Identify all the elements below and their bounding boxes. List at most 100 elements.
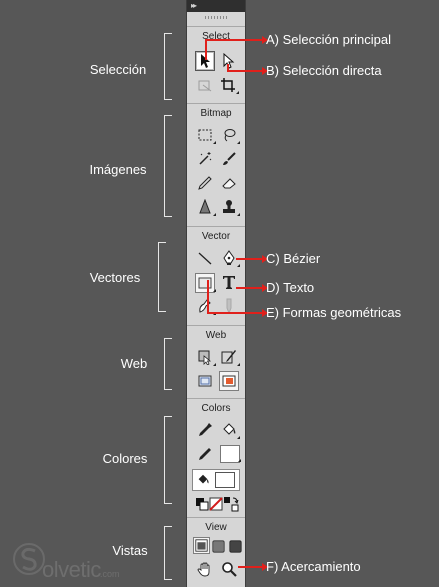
- crop-tool[interactable]: [219, 76, 239, 94]
- bracket-colores: [164, 416, 172, 504]
- hotspot-icon: [198, 350, 212, 365]
- lasso-icon: [224, 129, 236, 142]
- brush-tool[interactable]: [220, 150, 238, 168]
- show-slices-icon: [222, 375, 236, 387]
- text-t-icon: [223, 276, 235, 289]
- section-title-vector: Vector: [201, 231, 231, 242]
- freeform-pen-icon: [199, 299, 211, 313]
- rectangle-icon: [198, 277, 212, 289]
- collapse-arrows-icon[interactable]: ▸▸: [191, 1, 197, 10]
- section-web: Web: [187, 325, 245, 397]
- panel-grip[interactable]: [205, 16, 227, 19]
- panel-header[interactable]: ▸▸: [187, 0, 245, 12]
- label-colores: Colores: [102, 451, 148, 466]
- paint-bucket-icon: [223, 423, 236, 435]
- watermark-domain: .com: [100, 569, 120, 579]
- stroke-color-pencil[interactable]: [196, 445, 214, 463]
- callout-a: A) Selección principal: [266, 32, 392, 47]
- eraser-tool[interactable]: [220, 174, 238, 192]
- rubber-stamp-tool[interactable]: [220, 198, 240, 216]
- stroke-pencil-icon: [199, 448, 211, 460]
- knife-icon: [226, 298, 232, 314]
- bracket-vectores: [158, 242, 166, 312]
- scale-tool[interactable]: [196, 76, 214, 94]
- blur-drop-icon: [199, 199, 211, 214]
- watermark-s-icon: [13, 543, 45, 575]
- full-screen-icon: [228, 539, 242, 553]
- pencil-icon: [198, 176, 212, 190]
- line-icon: [198, 252, 212, 265]
- subselection-tool[interactable]: [219, 52, 237, 70]
- label-vistas: Vistas: [112, 543, 148, 558]
- hand-icon: [197, 562, 210, 577]
- section-title-web: Web: [205, 330, 227, 341]
- fill-color-swatch[interactable]: [215, 472, 235, 488]
- bracket-seleccion: [164, 33, 172, 100]
- brush-icon: [223, 152, 236, 165]
- pointer-tool[interactable]: [195, 51, 215, 71]
- hotspot-tool[interactable]: [196, 348, 216, 366]
- watermark-logo: olvetic .com: [12, 535, 132, 583]
- marquee-icon: [198, 129, 212, 141]
- section-title-colors: Colors: [201, 403, 231, 414]
- show-slices-tool[interactable]: [219, 371, 239, 391]
- default-colors-icon: [196, 498, 209, 511]
- slice-tool[interactable]: [220, 348, 240, 366]
- eyedropper-icon: [199, 423, 212, 436]
- eraser-icon: [222, 178, 236, 189]
- full-screen-menus-mode[interactable]: [210, 538, 226, 554]
- stamp-icon: [223, 200, 235, 213]
- callout-b: B) Selección directa: [266, 63, 382, 78]
- standard-screen-icon: [195, 539, 208, 552]
- subselection-arrow-icon: [223, 53, 235, 69]
- watermark-name: olvetic: [42, 557, 101, 582]
- label-web: Web: [120, 356, 148, 371]
- hide-slices-tool[interactable]: [196, 372, 214, 390]
- fill-color-box[interactable]: [192, 469, 240, 491]
- pencil-tool[interactable]: [196, 174, 214, 192]
- eyedropper-tool[interactable]: [196, 421, 214, 439]
- label-imagenes: Imágenes: [89, 162, 147, 177]
- bracket-vistas: [164, 526, 172, 580]
- stroke-color-swatch[interactable]: [220, 445, 241, 463]
- crop-icon: [221, 78, 235, 92]
- hide-slices-icon: [198, 375, 212, 387]
- swap-colors-button[interactable]: [222, 495, 240, 513]
- no-color-button[interactable]: [207, 495, 225, 513]
- zoom-tool[interactable]: [220, 560, 238, 578]
- swap-colors-icon: [224, 497, 239, 512]
- pen-nib-icon: [223, 250, 235, 265]
- callout-d: D) Texto: [266, 280, 315, 295]
- blur-tool[interactable]: [196, 198, 216, 216]
- marquee-tool[interactable]: [196, 126, 216, 144]
- line-tool[interactable]: [196, 249, 214, 267]
- slice-icon: [221, 350, 236, 364]
- paint-bucket-tool[interactable]: [220, 421, 240, 439]
- pen-tool[interactable]: [220, 249, 240, 267]
- magic-wand-tool[interactable]: [196, 150, 214, 168]
- section-title-view: View: [205, 522, 227, 533]
- standard-screen-mode[interactable]: [193, 537, 210, 554]
- no-color-icon: [209, 497, 223, 511]
- bracket-web: [164, 338, 172, 390]
- lasso-tool[interactable]: [220, 126, 240, 144]
- bracket-imagenes: [164, 115, 172, 217]
- section-colors: Colors: [187, 398, 245, 516]
- text-tool[interactable]: [220, 273, 238, 291]
- tools-panel: ▸▸ Select Bitmap: [187, 0, 245, 587]
- full-screen-menus-icon: [211, 539, 225, 553]
- magnifier-icon: [222, 562, 237, 577]
- section-select: Select: [187, 26, 245, 102]
- default-colors-button[interactable]: [193, 495, 211, 513]
- callout-c: C) Bézier: [266, 251, 321, 266]
- knife-tool[interactable]: [220, 297, 238, 315]
- hand-tool[interactable]: [196, 560, 214, 578]
- freeform-tool[interactable]: [196, 297, 216, 315]
- callout-e: E) Formas geométricas: [266, 305, 402, 320]
- pointer-arrow-icon: [201, 54, 210, 68]
- callout-f: F) Acercamiento: [266, 559, 361, 574]
- rectangle-tool[interactable]: [195, 273, 216, 293]
- full-screen-mode[interactable]: [227, 538, 243, 554]
- section-title-select: Select: [202, 31, 230, 42]
- section-vector: Vector: [187, 226, 245, 324]
